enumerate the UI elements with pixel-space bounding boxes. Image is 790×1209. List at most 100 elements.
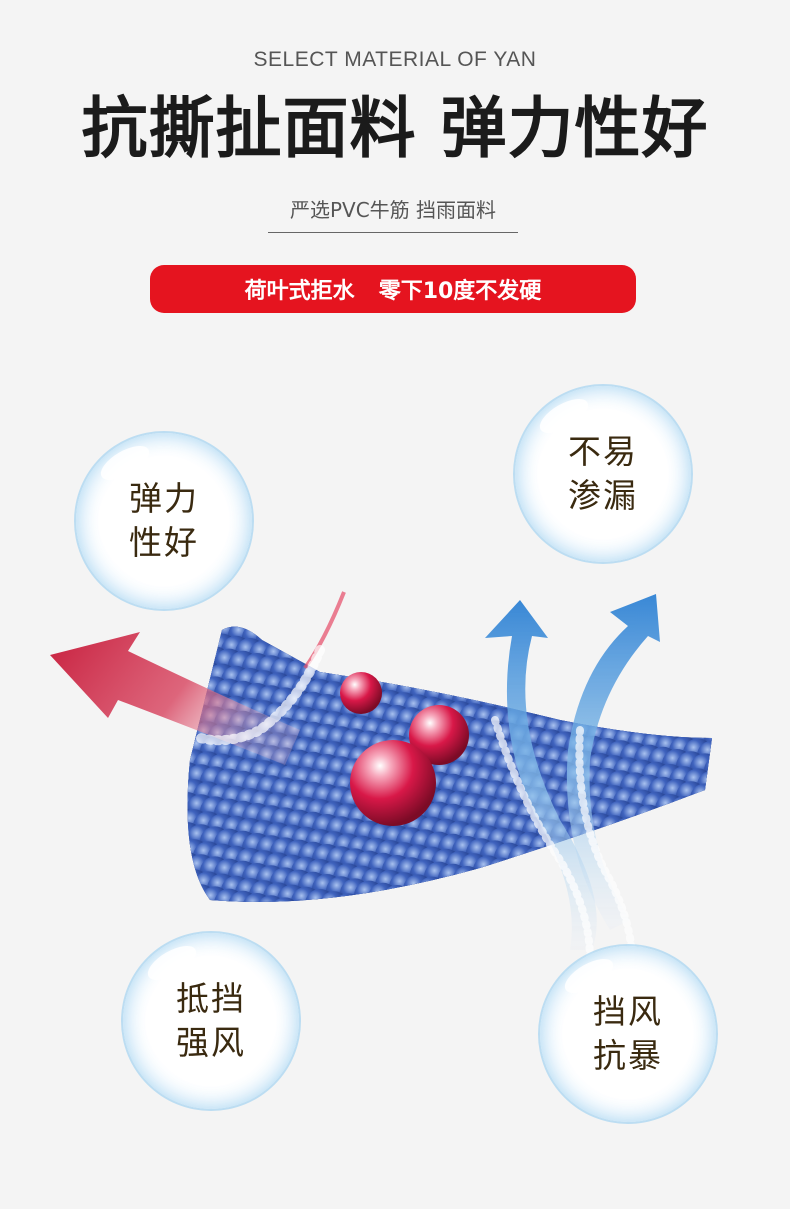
fabric-ball <box>718 968 748 998</box>
fabric-ball <box>396 647 426 678</box>
fabric-ball <box>410 649 440 680</box>
fabric-ball <box>452 656 482 686</box>
fabric-ball <box>431 638 461 669</box>
fabric-ball <box>536 909 566 939</box>
fabric-ball <box>718 908 748 938</box>
fabric-ball <box>291 626 321 647</box>
fabric-ball <box>522 667 552 697</box>
fabric-ball <box>711 923 741 953</box>
fabric-ball <box>711 712 712 743</box>
fabric-ball <box>396 917 426 947</box>
fabric-ball <box>187 627 195 657</box>
fabric-ball <box>333 626 363 654</box>
fabric-ball <box>508 935 538 965</box>
fabric-ball <box>480 930 510 960</box>
fabric-ball <box>690 813 712 844</box>
fabric-ball <box>599 815 629 846</box>
fabric-ball <box>662 839 692 869</box>
fabric-ball <box>711 953 741 983</box>
fabric-ball <box>487 887 517 902</box>
fabric-ball <box>697 890 712 902</box>
fabric-ball <box>627 879 657 902</box>
fabric-ball <box>298 901 328 902</box>
fabric-ball <box>543 926 573 956</box>
fabric-ball <box>466 898 496 902</box>
fabric-ball <box>711 862 712 893</box>
fabric-ball <box>655 824 685 854</box>
fabric-ball <box>543 656 573 687</box>
fabric-ball <box>361 627 391 658</box>
fabric-ball <box>641 912 671 942</box>
fabric-ball <box>718 788 748 818</box>
fabric-ball <box>711 742 712 773</box>
feature-line: 挡风 <box>593 992 663 1031</box>
fabric-ball <box>522 847 552 877</box>
fabric-ball <box>424 651 454 682</box>
fabric-ball <box>613 697 643 728</box>
fabric-ball <box>284 899 314 902</box>
feature-line: 抗暴 <box>593 1036 663 1075</box>
fabric-ball <box>648 836 678 867</box>
fabric-ball <box>263 626 293 643</box>
fabric-ball <box>515 922 545 952</box>
fabric-ball <box>459 883 489 902</box>
fabric-ball <box>704 875 712 902</box>
fabric-ball <box>389 632 419 663</box>
fabric-ball <box>473 885 503 902</box>
fabric-ball <box>494 933 524 963</box>
fabric-ball <box>711 832 712 863</box>
fabric-ball <box>438 653 468 684</box>
fabric-ball <box>704 906 734 936</box>
fabric-mesh <box>187 626 748 998</box>
fabric-ball <box>704 815 712 846</box>
fabric-ball <box>641 851 671 882</box>
fabric-ball <box>620 682 650 713</box>
fabric-ball <box>473 645 503 676</box>
fabric-ball <box>389 902 419 932</box>
fabric-ball <box>340 638 370 669</box>
fabric-ball <box>333 893 363 902</box>
fabric-ball <box>417 876 447 902</box>
fabric-ball <box>459 913 489 943</box>
fabric-ball <box>529 654 559 685</box>
subtitle: 严选PVC牛筋 挡雨面料 <box>268 194 518 233</box>
fabric-ball <box>445 911 475 941</box>
feature-line: 性好 <box>129 523 199 562</box>
fabric-ball <box>634 834 664 865</box>
stretch-arrow-icon <box>50 632 300 765</box>
fabric-ball <box>312 904 342 934</box>
fabric-ball <box>718 758 748 788</box>
fabric-ball <box>480 870 510 901</box>
banner-text-cold-resistant: 零下10度不发硬 <box>378 279 542 304</box>
fabric-ball <box>627 699 657 730</box>
fabric-ball <box>704 755 712 786</box>
fabric-ball <box>676 871 706 902</box>
droplet-icon <box>340 672 382 714</box>
droplet-icon <box>350 740 436 826</box>
fabric-ball <box>501 889 531 902</box>
fabric-ball <box>515 892 545 902</box>
feature-line: 渗漏 <box>568 476 638 515</box>
fabric-ball <box>648 806 678 837</box>
fabric-ball <box>690 903 720 933</box>
fabric-ball <box>452 926 482 956</box>
fabric-ball <box>690 693 712 724</box>
fabric-ball <box>347 626 377 656</box>
airflow-arrows <box>485 594 660 964</box>
fabric-ball <box>655 854 685 884</box>
fabric-ball <box>627 669 657 700</box>
fabric-ball <box>529 684 559 715</box>
fabric-ball <box>606 830 636 861</box>
fabric-ball <box>382 915 412 945</box>
fabric-ball <box>452 896 482 902</box>
fabric-ball <box>361 897 391 902</box>
fabric-ball <box>704 966 734 996</box>
fabric-ball <box>431 878 461 902</box>
fabric-ball <box>403 634 433 665</box>
fabric-ball <box>431 909 461 939</box>
fabric-ball <box>669 886 699 902</box>
fabric-ball <box>620 832 650 863</box>
fabric-ball <box>683 858 712 889</box>
fabric-ball <box>669 796 699 827</box>
fabric-ball <box>711 892 712 902</box>
